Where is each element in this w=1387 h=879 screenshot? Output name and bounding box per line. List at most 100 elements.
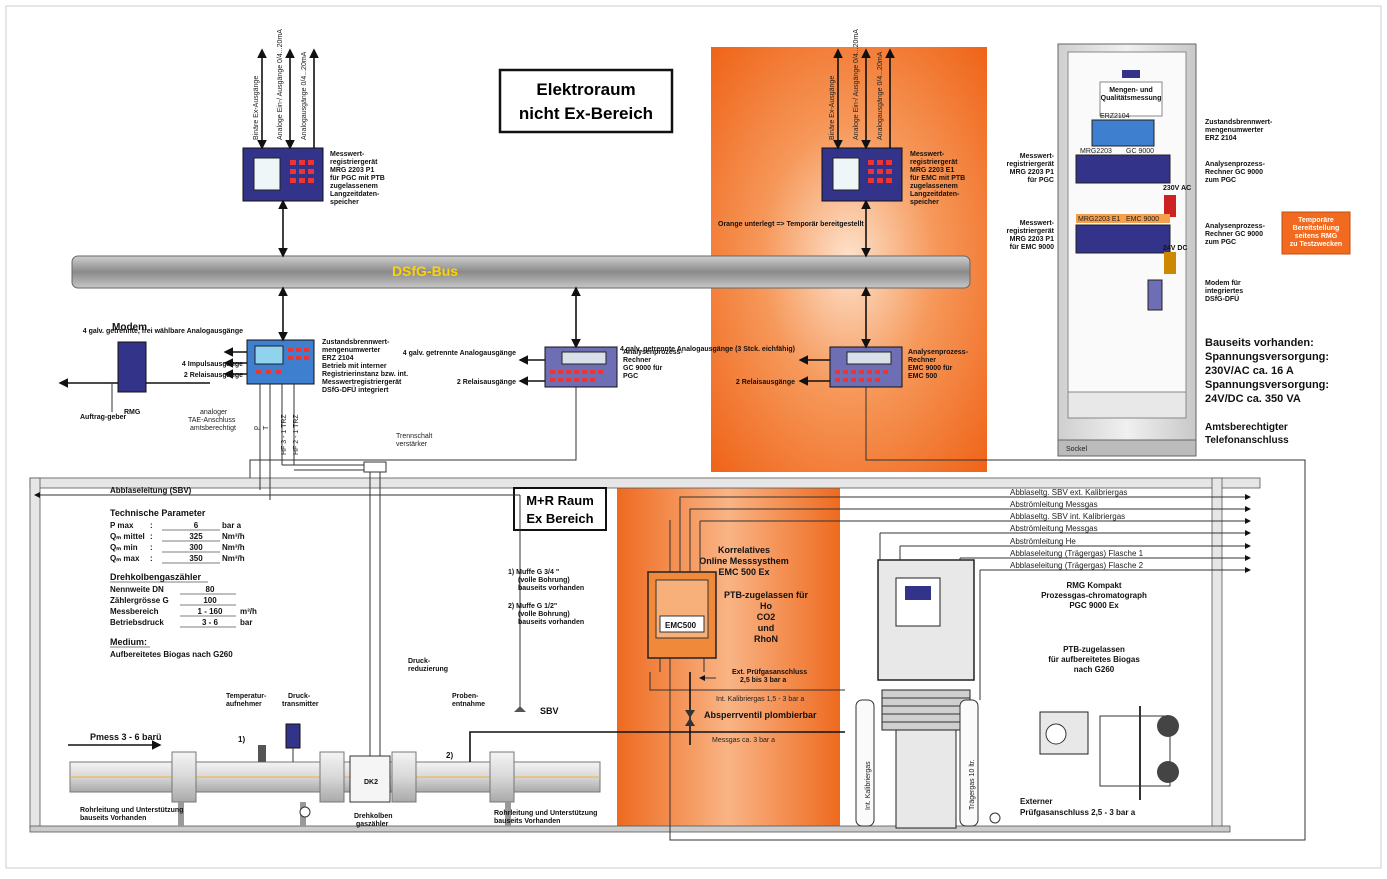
svg-text:m³/h: m³/h xyxy=(240,607,257,616)
dsfg-bus xyxy=(71,255,971,289)
svg-text:Nennweite DN: Nennweite DN xyxy=(110,585,164,594)
erz-label: Zustandsbrennwert- mengenumwerter ERZ 21… xyxy=(322,339,408,394)
vent-line-7: Abblaseleitung (Trägergas) Flasche 2 xyxy=(1010,561,1144,570)
svg-text:Bereitstellung: Bereitstellung xyxy=(1293,225,1340,232)
muffe-1-ref: 1) xyxy=(238,735,245,744)
svg-text:für EMC 9000: für EMC 9000 xyxy=(1010,244,1054,251)
svg-text:Analysenprozess-: Analysenprozess- xyxy=(1205,223,1266,230)
absperr-label: Absperrventil plombierbar xyxy=(704,710,817,720)
svg-text:MRG 2203 P1: MRG 2203 P1 xyxy=(330,167,374,174)
abblase-label: Abblaseleitung (SBV) xyxy=(110,486,192,495)
gc9000-device xyxy=(544,346,618,388)
cabinet-emc-tag: EMC 9000 xyxy=(1126,216,1159,223)
svg-text:Temporäre: Temporäre xyxy=(1298,217,1334,224)
svg-text:für aufbereitetes Biogas: für aufbereitetes Biogas xyxy=(1048,655,1140,664)
svg-text::: : xyxy=(150,554,153,563)
vent-line-4: Abströmleitung Messgas xyxy=(1010,524,1098,533)
svg-text:Analysenprozess-: Analysenprozess- xyxy=(623,349,684,356)
vent-line-1: Abblaseltg. SBV ext. Kalibriergas xyxy=(1010,488,1127,497)
mrg-pgc-port-1-label: Binäre Ex-Ausgänge xyxy=(253,76,260,140)
svg-text:Analysenprozess-: Analysenprozess- xyxy=(908,349,969,356)
svg-text:ERZ 2104: ERZ 2104 xyxy=(1205,135,1237,142)
erz-output-3-label: 2 Relaisausgänge xyxy=(184,372,243,379)
svg-text:100: 100 xyxy=(203,596,217,605)
svg-text:6: 6 xyxy=(194,521,199,530)
dk-title: Drehkolbengaszähler xyxy=(110,572,202,582)
svg-text:Spannungsversorgung:: Spannungsversorgung: xyxy=(1205,351,1329,363)
mrg-emc-label: Messwert- registriergerät MRG 2203 E1 fü… xyxy=(910,151,965,206)
druck-transmitter-label: Druck- transmitter xyxy=(282,693,319,708)
svg-text:P max: P max xyxy=(110,521,134,530)
mr-raum-box xyxy=(513,487,607,531)
mrg-emc-port-3-label: Analogausgänge 0/4...20mA xyxy=(877,51,884,140)
svg-text:EMC 500: EMC 500 xyxy=(908,373,937,380)
svg-text:registriergerät: registriergerät xyxy=(910,159,958,166)
cabinet-header: Mengen- und Qualitätsmessung xyxy=(1101,87,1162,102)
cabinet-gc-tag: GC 9000 xyxy=(1126,148,1154,155)
vent-line-5: Abströmleitung He xyxy=(1010,537,1076,546)
rohr-right-label: Rohrleitung und Unterstützung bauseits V… xyxy=(494,810,597,825)
svg-text:MRG 2203 P1: MRG 2203 P1 xyxy=(1010,236,1054,243)
svg-text:Messwert-: Messwert- xyxy=(1020,220,1055,227)
svg-text:PTB-zugelassen für: PTB-zugelassen für xyxy=(724,590,809,600)
svg-text:Druck-: Druck- xyxy=(288,693,311,700)
svg-text:Nm³/h: Nm³/h xyxy=(222,543,245,552)
svg-text:mengenumwerter: mengenumwerter xyxy=(1205,127,1264,134)
svg-text:Qₘ max: Qₘ max xyxy=(110,554,140,563)
svg-text:230V/AC ca. 16 A: 230V/AC ca. 16 A xyxy=(1205,365,1294,377)
pmess-label: Pmess 3 - 6 barü xyxy=(90,732,162,742)
cabinet-24v: 24V DC xyxy=(1163,245,1188,252)
cabinet-mrg-tag: MRG2203 xyxy=(1080,148,1112,155)
vent-line-6: Abblaseleitung (Trägergas) Flasche 1 xyxy=(1010,549,1144,558)
mr-raum-subtitle: Ex Bereich xyxy=(526,511,593,526)
svg-text:Langzeitdaten-: Langzeitdaten- xyxy=(330,191,380,198)
svg-text:Nm³/h: Nm³/h xyxy=(222,532,245,541)
svg-text:bar a: bar a xyxy=(222,521,242,530)
svg-text::: : xyxy=(150,543,153,552)
emc-ptb: PTB-zugelassen für Ho CO2 und RhoN xyxy=(724,590,809,644)
absperr-valve-icon xyxy=(685,710,695,726)
svg-text:zu Testzwecken: zu Testzwecken xyxy=(1290,241,1342,248)
svg-text:Amtsberechtigter: Amtsberechtigter xyxy=(1205,422,1288,433)
svg-text:analoger: analoger xyxy=(200,409,228,416)
erz-device xyxy=(246,339,315,385)
trennschalt-box xyxy=(363,461,387,473)
svg-text:zum PGC: zum PGC xyxy=(1205,239,1236,246)
svg-text:Korrelatives: Korrelatives xyxy=(718,545,770,555)
svg-text:Prozessgas-chromatograph: Prozessgas-chromatograph xyxy=(1041,591,1147,600)
svg-text:gaszähler: gaszähler xyxy=(356,821,389,828)
muffe-note-1: 1) Muffe G 3/4 " (volle Bohrung) bauseit… xyxy=(508,569,584,592)
vent-line-3: Abblaseltg. SBV int. Kalibriergas xyxy=(1010,512,1125,521)
pgc-int-kal: Int. Kalibriergas xyxy=(865,761,872,810)
dsfg-bus-label: DSfG-Bus xyxy=(392,263,458,279)
room-wall-right xyxy=(1211,477,1223,829)
svg-text:3 - 6: 3 - 6 xyxy=(202,618,219,627)
drehkolben-label: Drehkolben gaszähler xyxy=(354,813,393,828)
svg-text:Rechner GC 9000: Rechner GC 9000 xyxy=(1205,169,1263,176)
svg-text:2) Muffe G 1/2": 2) Muffe G 1/2" xyxy=(508,603,557,610)
svg-text:Qₘ min: Qₘ min xyxy=(110,543,138,552)
svg-text:PGC: PGC xyxy=(623,373,638,380)
svg-text:GC 9000 für: GC 9000 für xyxy=(623,365,663,372)
svg-text:zugelassenem: zugelassenem xyxy=(910,183,958,190)
orange-note: Orange unterlegt => Temporär bereitgeste… xyxy=(718,221,864,228)
vent-line-2: Abströmleitung Messgas xyxy=(1010,500,1098,509)
pgc-traegergas: Trägergas 10 ltr. xyxy=(969,759,976,810)
elektroraum-title: Elektroraum xyxy=(536,80,635,99)
svg-text:Ext. Prüfgasanschluss: Ext. Prüfgasanschluss xyxy=(732,669,807,676)
ext-pruefgas-label: Externer Prüfgasanschluss 2,5 - 3 bar a xyxy=(1020,797,1136,817)
svg-text:(volle Bohrung): (volle Bohrung) xyxy=(518,611,570,618)
pgc9000-unit xyxy=(855,559,979,829)
messgas-label: Messgas ca. 3 bar a xyxy=(712,737,775,744)
svg-text:entnahme: entnahme xyxy=(452,701,485,708)
mrg-pgc-port-3-label: Analogausgänge 0/4...20mA xyxy=(301,51,308,140)
emc500-tag: EMC500 xyxy=(665,621,697,630)
svg-text:1) Muffe G 3/4 ": 1) Muffe G 3/4 " xyxy=(508,569,559,576)
supply-info: Bauseits vorhanden: Spannungsversorgung:… xyxy=(1205,337,1329,405)
svg-text:bauseits vorhanden: bauseits vorhanden xyxy=(518,585,584,592)
svg-text:RMG Kompakt: RMG Kompakt xyxy=(1066,581,1121,590)
svg-text:(volle Bohrung): (volle Bohrung) xyxy=(518,577,570,584)
svg-text:325: 325 xyxy=(189,532,203,541)
svg-text:zugelassenem: zugelassenem xyxy=(330,183,378,190)
